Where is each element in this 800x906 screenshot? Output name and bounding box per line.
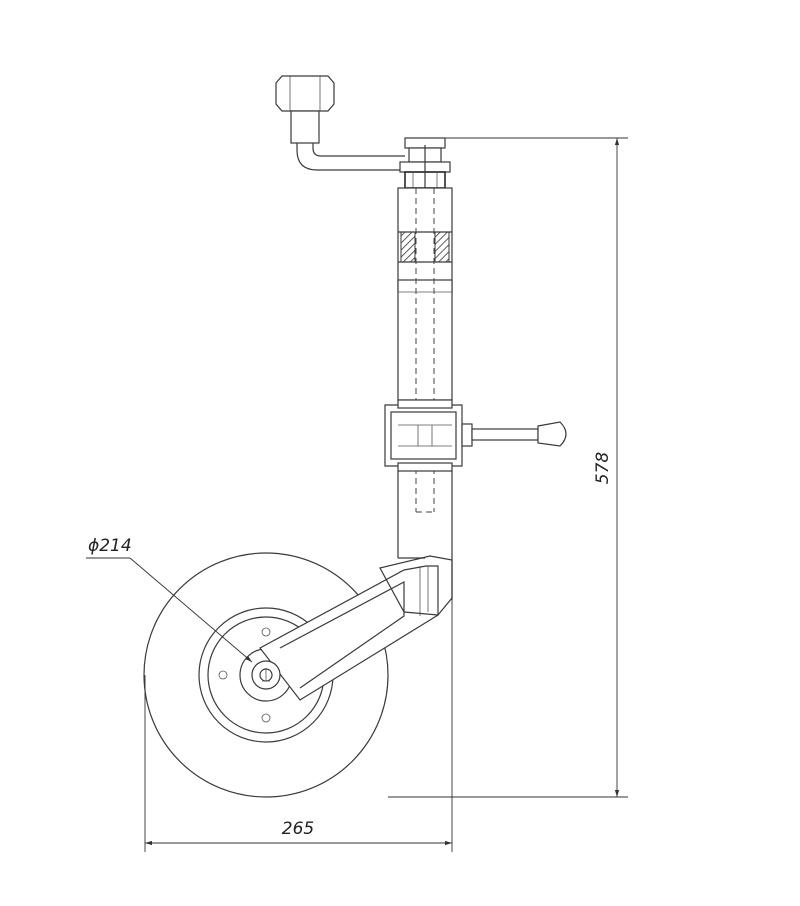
width-label: 265: [282, 819, 314, 839]
crank-grip: [290, 110, 320, 144]
tube-clamp: [384, 399, 567, 472]
dimension-width: 265: [144, 600, 453, 852]
height-label: 578: [593, 452, 613, 485]
dimension-diameter: ϕ214: [86, 536, 253, 663]
crank-handle: [275, 75, 405, 171]
diameter-label: ϕ214: [88, 536, 132, 556]
wheel-fork: [251, 555, 453, 701]
outer-tube: [397, 187, 453, 401]
clamp-handle-knob: [537, 421, 567, 447]
crank-knob: [275, 75, 335, 112]
crank-rod: [296, 143, 405, 171]
dimension-height: 578: [388, 137, 628, 798]
